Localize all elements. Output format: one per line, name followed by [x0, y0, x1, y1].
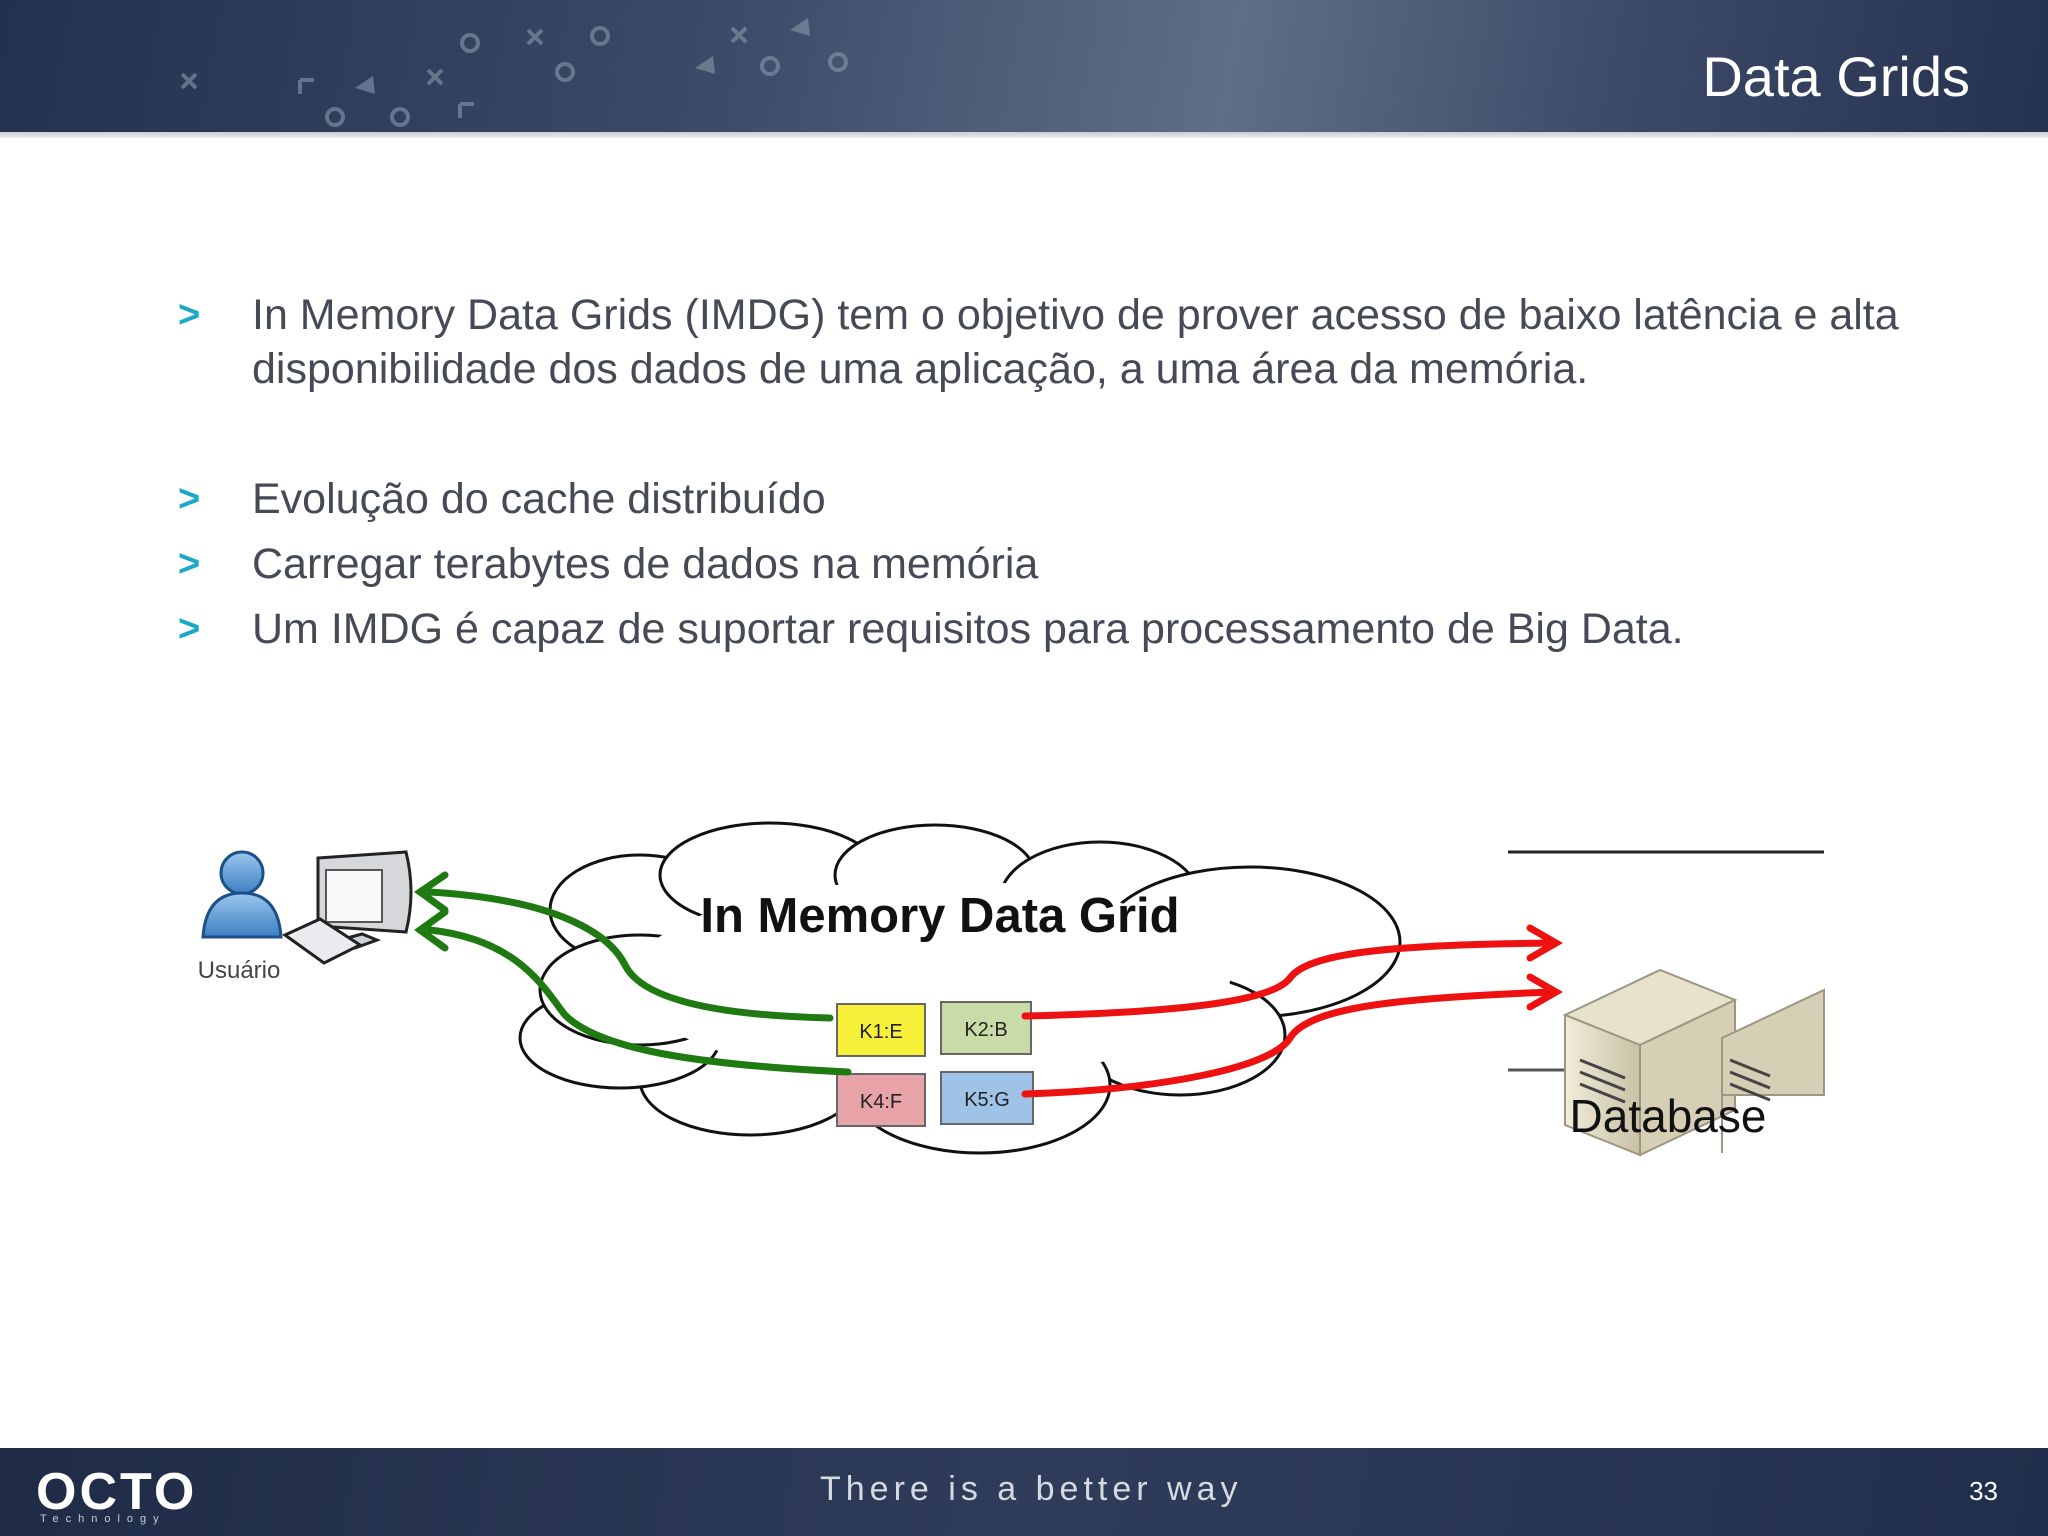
bullet-item: > Carregar terabytes de dados na memória: [178, 537, 1978, 591]
bullet-item: > In Memory Data Grids (IMDG) tem o obje…: [178, 288, 1978, 396]
data-cell: K5:G: [940, 1071, 1034, 1125]
slide-header: Data Grids: [0, 0, 2048, 138]
bullet-item: > Um IMDG é capaz de suportar requisitos…: [178, 602, 1978, 656]
data-cell: K1:E: [836, 1003, 926, 1057]
bullet-text: In Memory Data Grids (IMDG) tem o objeti…: [252, 291, 1899, 393]
header-decoration: [180, 18, 848, 127]
cell-label: K5:G: [964, 1089, 1010, 1111]
bullet-item: > Evolução do cache distribuído: [178, 472, 1978, 526]
bullet-list: > In Memory Data Grids (IMDG) tem o obje…: [178, 288, 1978, 656]
bullet-marker-icon: >: [178, 478, 201, 520]
footer-slogan: There is a better way: [820, 1470, 1243, 1508]
bullet-marker-icon: >: [178, 294, 201, 336]
cell-label: K4:F: [860, 1091, 902, 1113]
database-icon: [1508, 850, 1825, 1157]
octo-logo-subtitle: Technology: [40, 1513, 166, 1525]
page-number: 33: [1969, 1476, 1998, 1506]
user-computer-icon: [201, 850, 413, 965]
database-label: Database: [1570, 1090, 1767, 1142]
data-cell: K2:B: [940, 1001, 1032, 1055]
write-arrow: [1021, 924, 1564, 1098]
data-cell: K4:F: [836, 1073, 926, 1127]
cloud-label: In Memory Data Grid: [700, 889, 1179, 943]
octo-logo: OCTO: [36, 1463, 198, 1521]
cell-label: K1:E: [859, 1021, 902, 1043]
imdg-diagram: Usuário In Memory Data Grid K1:E K2:B K4…: [198, 821, 1825, 1157]
bullet-text: Evolução do cache distribuído: [252, 475, 826, 523]
cell-label: K2:B: [964, 1019, 1007, 1041]
cloud-shape: [518, 821, 1402, 1155]
user-label: Usuário: [198, 957, 281, 984]
slide-footer: OCTO Technology There is a better way 33: [0, 1448, 2048, 1536]
bullet-marker-icon: >: [178, 543, 201, 585]
bullet-marker-icon: >: [178, 608, 201, 650]
read-arrow: [413, 871, 852, 1076]
bullet-text: Um IMDG é capaz de suportar requisitos p…: [252, 605, 1684, 653]
slide-title: Data Grids: [1702, 45, 1970, 108]
bullet-text: Carregar terabytes de dados na memória: [252, 540, 1039, 588]
